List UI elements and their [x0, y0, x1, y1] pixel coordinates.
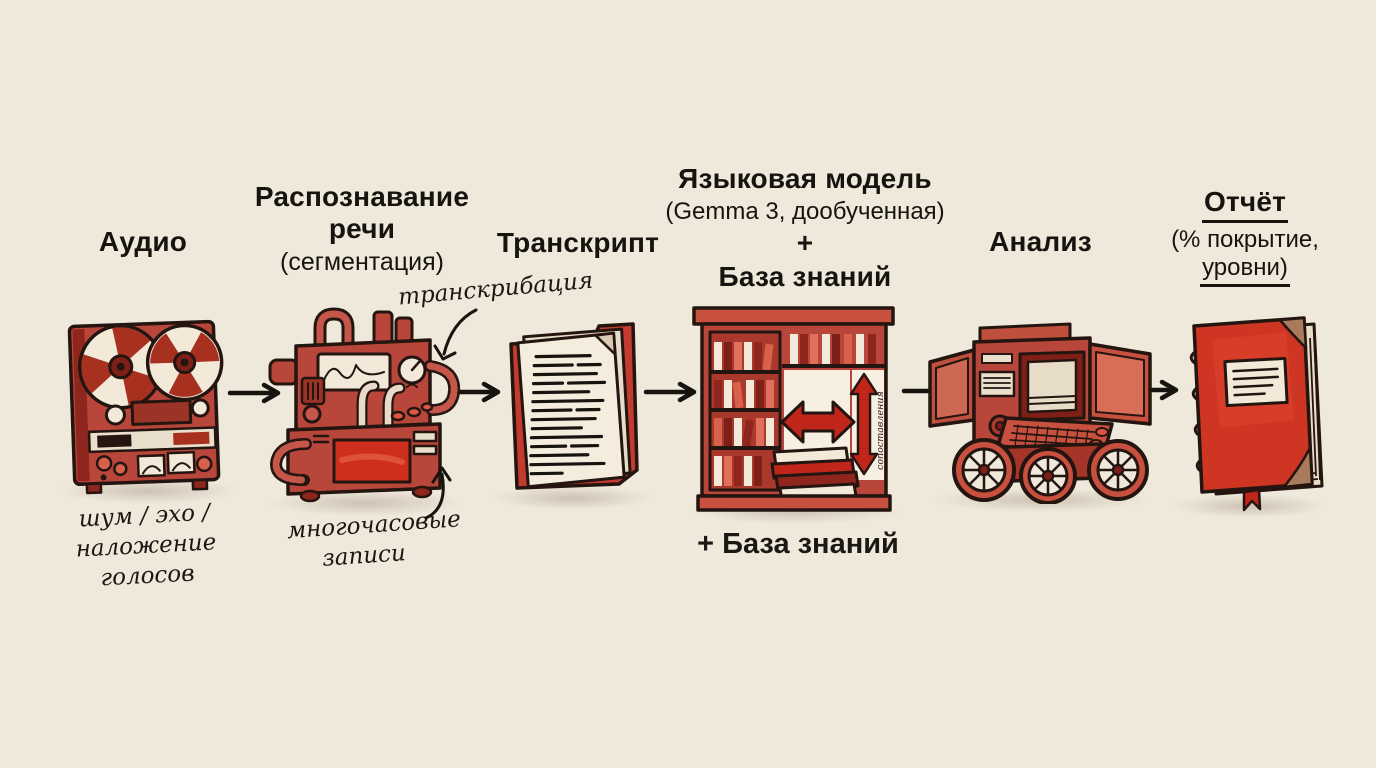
speech-recognition-subtitle: (сегментация): [280, 247, 444, 276]
report-subtitle-line2-wrap: уровни): [1150, 254, 1340, 287]
curved-arrow-to-machine-icon: [433, 308, 478, 361]
language-model-title: Языковая модель: [678, 163, 932, 194]
report-title: Отчёт: [1201, 186, 1289, 223]
knowledge-base-bookshelf-icon: сопоставления: [692, 306, 895, 512]
shadow: [492, 486, 652, 510]
stage-label-speech-recognition: Распознавание речи (сегментация): [246, 181, 478, 276]
speech-recognition-title: Распознавание речи: [254, 181, 470, 244]
plus-sign: +: [796, 227, 814, 259]
stage-label-analysis: Анализ: [989, 226, 1092, 257]
stage-label-transcript: Транскрипт: [496, 227, 660, 258]
transcript-folder-icon: [509, 322, 639, 490]
report-subtitle-line1: (% покрытие,: [1171, 225, 1319, 253]
cart-wheel: [952, 438, 1016, 502]
vertical-double-arrow: [849, 372, 879, 476]
annotation-noise-echo: шум / эхо / наложение голосов: [75, 499, 217, 592]
curved-arrow-to-machine-bottom-icon: [424, 466, 452, 520]
annotation-long-recordings: многочасовые записи: [286, 506, 462, 572]
flow-arrow-3: [643, 381, 697, 403]
annotation-plus-knowledge-base: + База знаний: [697, 528, 899, 560]
horizontal-double-arrow: [780, 400, 856, 444]
stage-label-language-model: Языковая модель (Gemma 3, дообученная) +…: [652, 163, 958, 293]
stage-label-report: Отчёт (% покрытие, уровни): [1150, 186, 1340, 287]
shelf-spine-label: сопоставления: [875, 391, 886, 470]
analysis-computer-cart-icon: [928, 322, 1152, 504]
language-model-subtitle: (Gemma 3, дообученная): [665, 197, 945, 225]
knowledge-base-title: База знаний: [718, 261, 892, 293]
cart-wheel: [1087, 439, 1149, 501]
cart-wheel: [1019, 447, 1077, 504]
report-subtitle-line2: уровни): [1200, 254, 1290, 287]
speech-recognition-machine-icon: [268, 307, 461, 503]
reel-to-reel-tape-recorder-icon: [67, 319, 224, 495]
stage-label-audio: Аудио: [98, 226, 188, 257]
flow-arrow-1: [227, 382, 281, 404]
report-book-icon: [1189, 316, 1324, 512]
